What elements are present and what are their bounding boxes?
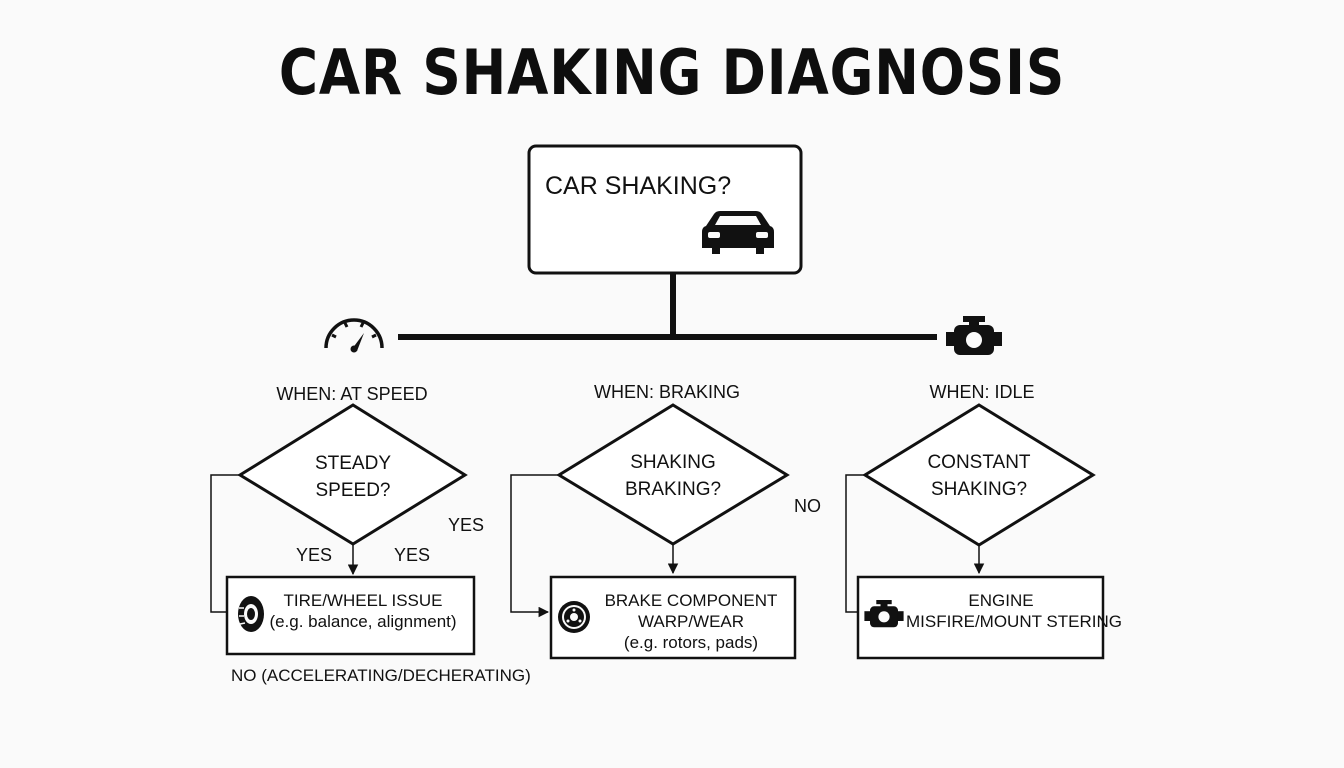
result-text-engine: ENGINE MISFIRE/MOUNT STERING <box>906 591 1122 631</box>
result-text-brake: BRAKE COMPONENT WARP/WEAR (e.g. rotors, … <box>604 591 778 652</box>
page-title: CAR SHAKING DIAGNOSIS <box>278 36 1066 109</box>
yes-label-left: YES <box>296 545 333 565</box>
when-label-speed: WHEN: AT SPEED <box>276 384 428 404</box>
result-box-brake <box>549 575 797 660</box>
speedometer-icon <box>324 318 384 353</box>
yes-label-center: YES <box>394 545 431 565</box>
engine-result-icon <box>864 600 904 628</box>
yes-label-right: YES <box>448 515 485 535</box>
when-label-braking: WHEN: BRAKING <box>593 382 740 402</box>
when-label-idle: WHEN: IDLE <box>929 382 1035 402</box>
no-label-braking: NO <box>794 496 821 516</box>
result-box-tire <box>225 575 476 656</box>
loop-line-speed <box>210 474 240 613</box>
tire-icon <box>238 596 264 632</box>
start-question: CAR SHAKING? <box>545 172 732 200</box>
decision-question-idle: CONSTANT SHAKING? <box>927 452 1031 500</box>
car-icon <box>702 211 774 254</box>
engine-icon <box>946 316 1002 355</box>
result-text-tire: TIRE/WHEEL ISSUE (e.g. balance, alignmen… <box>269 591 457 631</box>
brake-disc-icon <box>558 601 590 633</box>
loop-line-braking <box>510 474 559 618</box>
decision-question-braking: SHAKING BRAKING? <box>624 452 722 500</box>
no-label-speed: NO (ACCELERATING/DECHERATING) <box>231 666 531 685</box>
decision-question-speed: STEADY SPEED? <box>314 453 392 501</box>
result-box-engine <box>856 575 1105 660</box>
loop-line-idle <box>845 474 865 613</box>
